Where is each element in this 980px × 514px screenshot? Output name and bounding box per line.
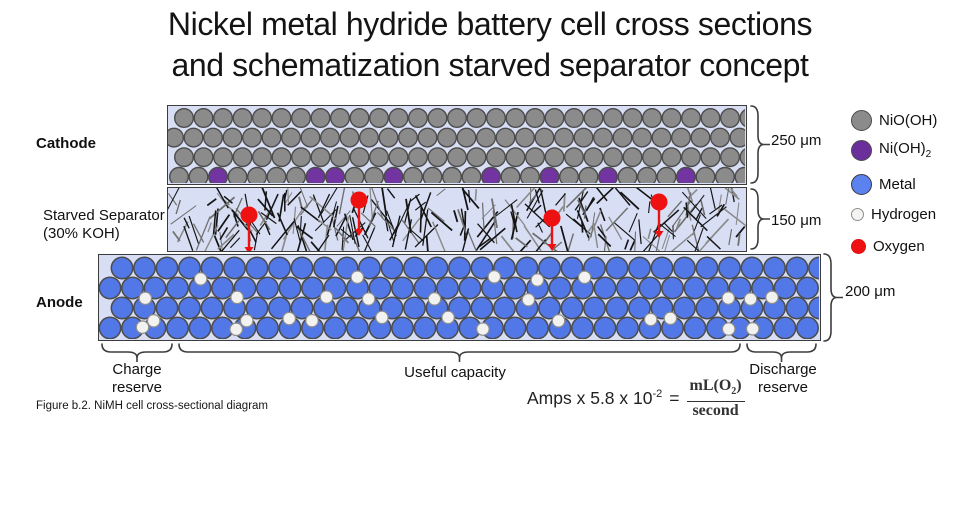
legend-item-label: Oxygen <box>873 237 925 255</box>
oxygen-bubble <box>350 191 368 209</box>
legend-dot-icon <box>851 238 866 254</box>
separator-label: Starved Separator (30% KOH) <box>43 207 165 243</box>
formula-denominator: second <box>692 402 739 420</box>
legend-dot-icon <box>851 139 872 161</box>
cathode-particle-grid <box>168 107 745 183</box>
discharge-reserve-line-2: reserve <box>757 379 809 396</box>
separator-layer <box>167 187 747 252</box>
discharge-reserve-label: Discharge reserve <box>737 361 829 397</box>
formula-exponent: -2 <box>652 387 663 400</box>
legend-item-label: NiO(OH) <box>879 111 938 129</box>
legend-item-niooh: NiO(OH) <box>851 105 937 135</box>
separator-fiber-mat <box>168 188 746 251</box>
anode-thickness-label: 200 μm <box>845 283 896 300</box>
oxygen-bubble <box>240 206 258 224</box>
legend-item-label: Ni(OH)2 <box>879 140 932 160</box>
figure-title: Nickel metal hydride battery cell cross … <box>0 4 980 86</box>
cathode-layer <box>167 105 747 185</box>
legend-item-label: Metal <box>879 175 916 193</box>
cathode-label: Cathode <box>36 135 96 152</box>
legend-dot-icon <box>851 207 864 221</box>
oxygen-bubbles <box>240 191 668 251</box>
charge-reserve-brace <box>101 343 173 362</box>
figure-caption: Figure b.2. NiMH cell cross-sectional di… <box>36 400 268 412</box>
formula-fraction: mL(O2) second <box>686 377 745 420</box>
hydrogen-dots <box>135 269 779 337</box>
formula-numerator: mL(O2) <box>686 377 745 403</box>
separator-label-line-2: (30% KOH) <box>43 225 120 242</box>
legend-dot-icon <box>851 173 872 195</box>
useful-capacity-brace <box>178 343 741 362</box>
charge-reserve-line-2: reserve <box>111 379 163 396</box>
legend-item-metal: Metal <box>851 169 916 199</box>
legend-item-hydrogen: Hydrogen <box>851 199 936 229</box>
anode-label: Anode <box>36 294 83 311</box>
cathode-thickness-brace <box>750 105 770 184</box>
legend-item-nioh: Ni(OH)2 <box>851 135 931 165</box>
discharge-reserve-line-1: Discharge <box>749 361 817 378</box>
formula-equals: = <box>669 387 680 408</box>
oxygen-bubble <box>650 193 668 211</box>
formula-lhs: Amps x 5.8 x 10-2 <box>527 387 663 408</box>
separator-label-line-1: Starved Separator <box>43 207 165 224</box>
cathode-particles-svg <box>168 107 745 183</box>
cathode-thickness-label: 250 μm <box>771 132 822 149</box>
anode-thickness-brace <box>823 253 843 342</box>
title-line-1: Nickel metal hydride battery cell cross … <box>167 6 813 42</box>
oxygen-bubble <box>543 209 561 227</box>
useful-capacity-label: Useful capacity <box>355 364 555 382</box>
legend-item-oxygen: Oxygen <box>851 231 925 261</box>
separator-thickness-label: 150 μm <box>771 212 822 229</box>
charge-reserve-label: Charge reserve <box>92 361 182 397</box>
oxygen-rate-formula: Amps x 5.8 x 10-2 = mL(O2) second <box>527 377 745 419</box>
charge-reserve-line-1: Charge <box>112 361 162 378</box>
anode-layer <box>98 254 821 341</box>
separator-thickness-brace <box>750 188 770 250</box>
useful-capacity-line-1: Useful capacity <box>404 364 506 381</box>
separator-fibers-svg <box>168 188 746 251</box>
title-line-2: and schematization starved separator con… <box>171 47 809 83</box>
legend-item-label: Hydrogen <box>871 205 937 223</box>
anode-particle-grid <box>99 256 819 339</box>
legend-dot-icon <box>851 109 872 131</box>
anode-particles-svg <box>99 256 819 339</box>
discharge-reserve-brace <box>746 343 817 362</box>
